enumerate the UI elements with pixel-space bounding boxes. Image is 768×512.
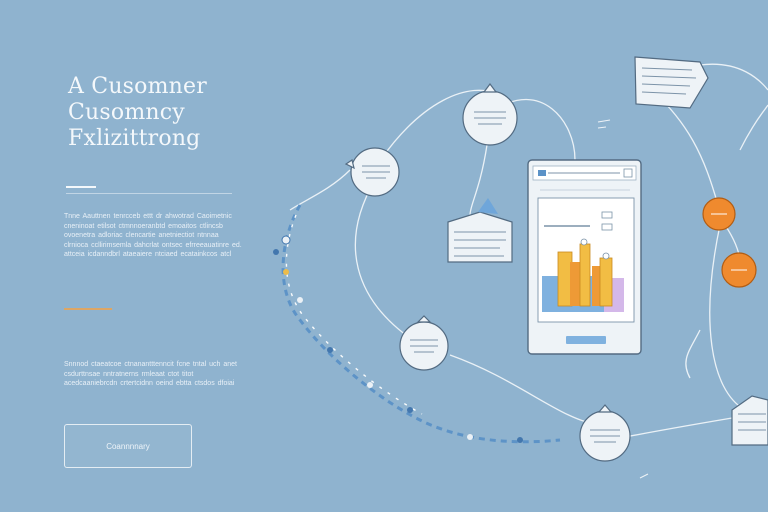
document-icon	[634, 56, 709, 109]
document-icon	[731, 395, 768, 446]
hero-headline: A Cusomner Cusomncy Fxlizittrong	[68, 74, 258, 152]
headline-line-2: Cusomncy	[68, 100, 185, 125]
bar-chart-icon	[542, 238, 624, 312]
headline-divider	[66, 193, 232, 194]
hero-paragraph-2: Snnnod ctaeatcoe ctnanantttenncit fcne t…	[64, 361, 237, 387]
hero-paragraph-1: Tnne Aauttnen tenrcceb ettt dr ahwotrad …	[64, 213, 242, 258]
accent-divider	[64, 308, 112, 310]
journey-trail	[273, 204, 561, 444]
cta-button[interactable]: Coannnnary	[64, 424, 192, 468]
speech-bubble-icon	[399, 315, 449, 371]
speech-bubble-icon	[462, 83, 518, 146]
speech-bubble-icon	[344, 147, 400, 197]
speech-bubble-icon	[579, 404, 631, 462]
headline-line-3: Fxlizittrong	[68, 126, 201, 151]
headline-short-rule	[66, 186, 96, 188]
orange-node-icon	[721, 252, 757, 288]
orange-node-icon	[702, 197, 736, 231]
decorative-marks	[597, 119, 649, 479]
document-icon	[447, 198, 513, 263]
headline-line-1: A Cusomner	[68, 74, 207, 99]
